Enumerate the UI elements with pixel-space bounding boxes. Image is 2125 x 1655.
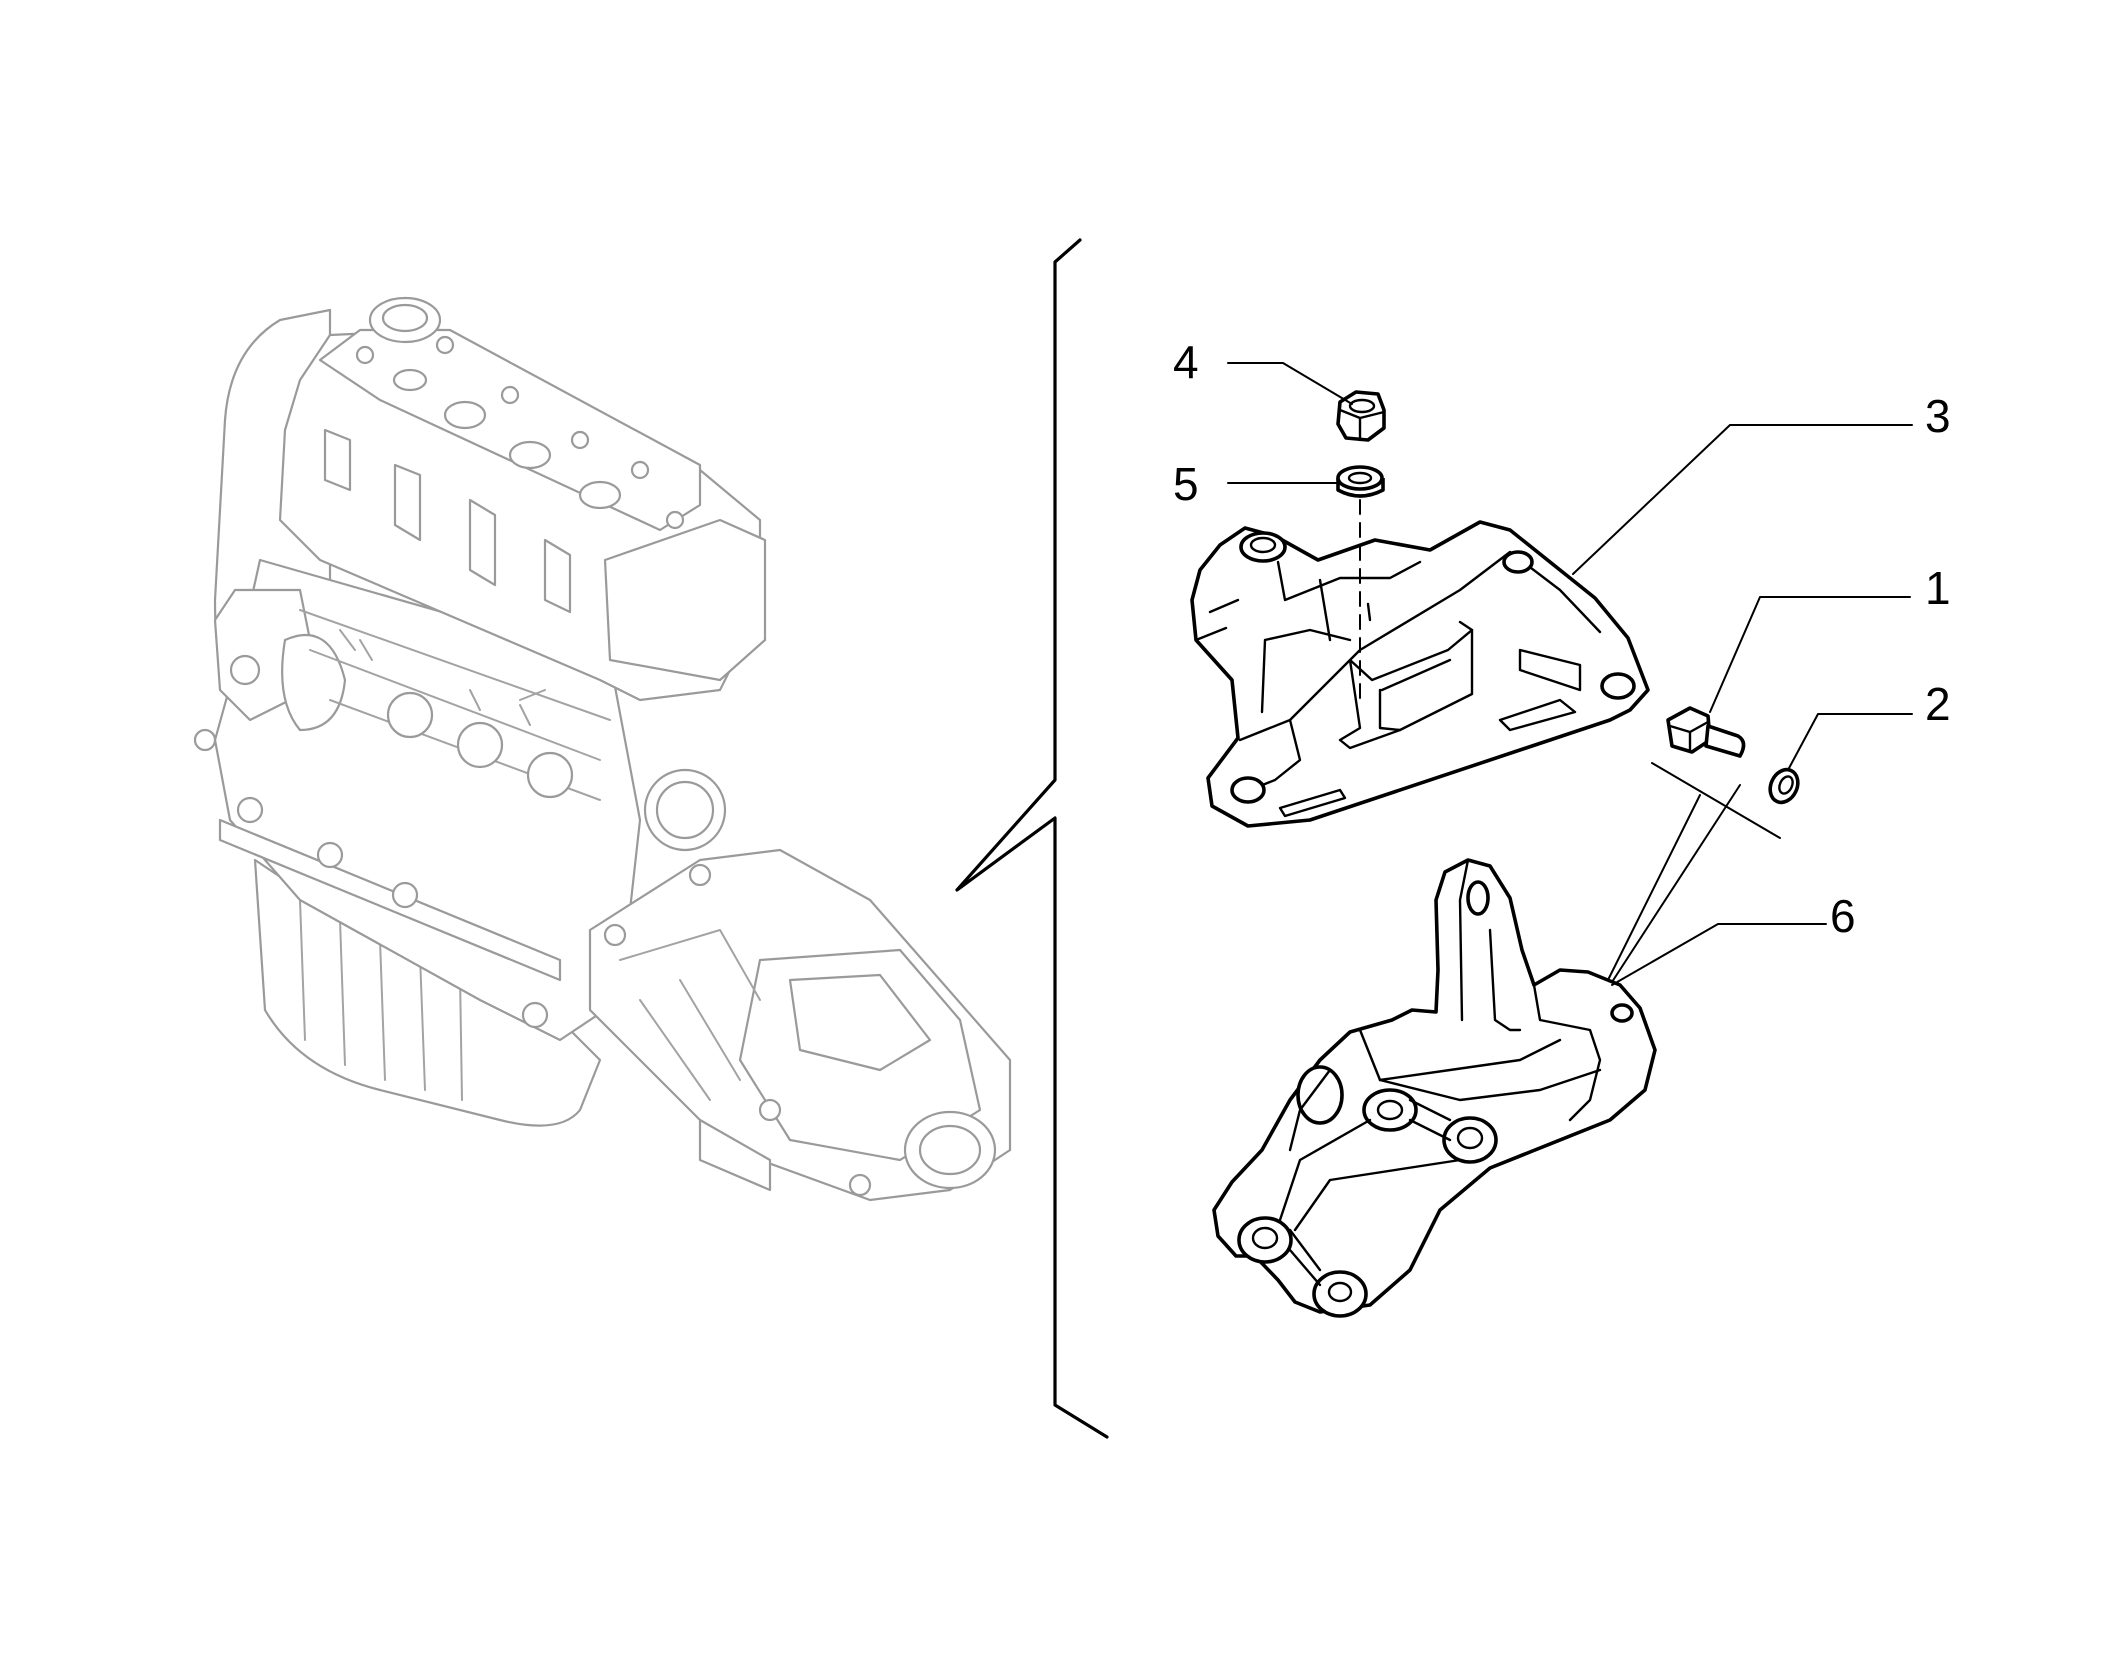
spacer-icon bbox=[1336, 465, 1385, 498]
bolt-icon bbox=[1666, 706, 1746, 758]
washer-icon bbox=[1768, 767, 1800, 805]
nut-icon bbox=[1336, 390, 1386, 442]
callout-5: 5 bbox=[1173, 458, 1199, 510]
callout-6: 6 bbox=[1830, 890, 1856, 942]
callout-4: 4 bbox=[1173, 336, 1199, 388]
leader-lines bbox=[1227, 362, 1913, 986]
callout-labels: 4 5 3 1 2 6 bbox=[1173, 336, 1951, 942]
mount-bracket-icon bbox=[1190, 520, 1650, 828]
callout-3: 3 bbox=[1925, 390, 1951, 442]
group-bracket bbox=[955, 238, 1109, 1439]
callout-2: 2 bbox=[1925, 678, 1951, 730]
callout-1: 1 bbox=[1925, 562, 1951, 614]
engine-support-icon bbox=[1212, 858, 1657, 1318]
engine-assembly-icon bbox=[193, 296, 1012, 1202]
